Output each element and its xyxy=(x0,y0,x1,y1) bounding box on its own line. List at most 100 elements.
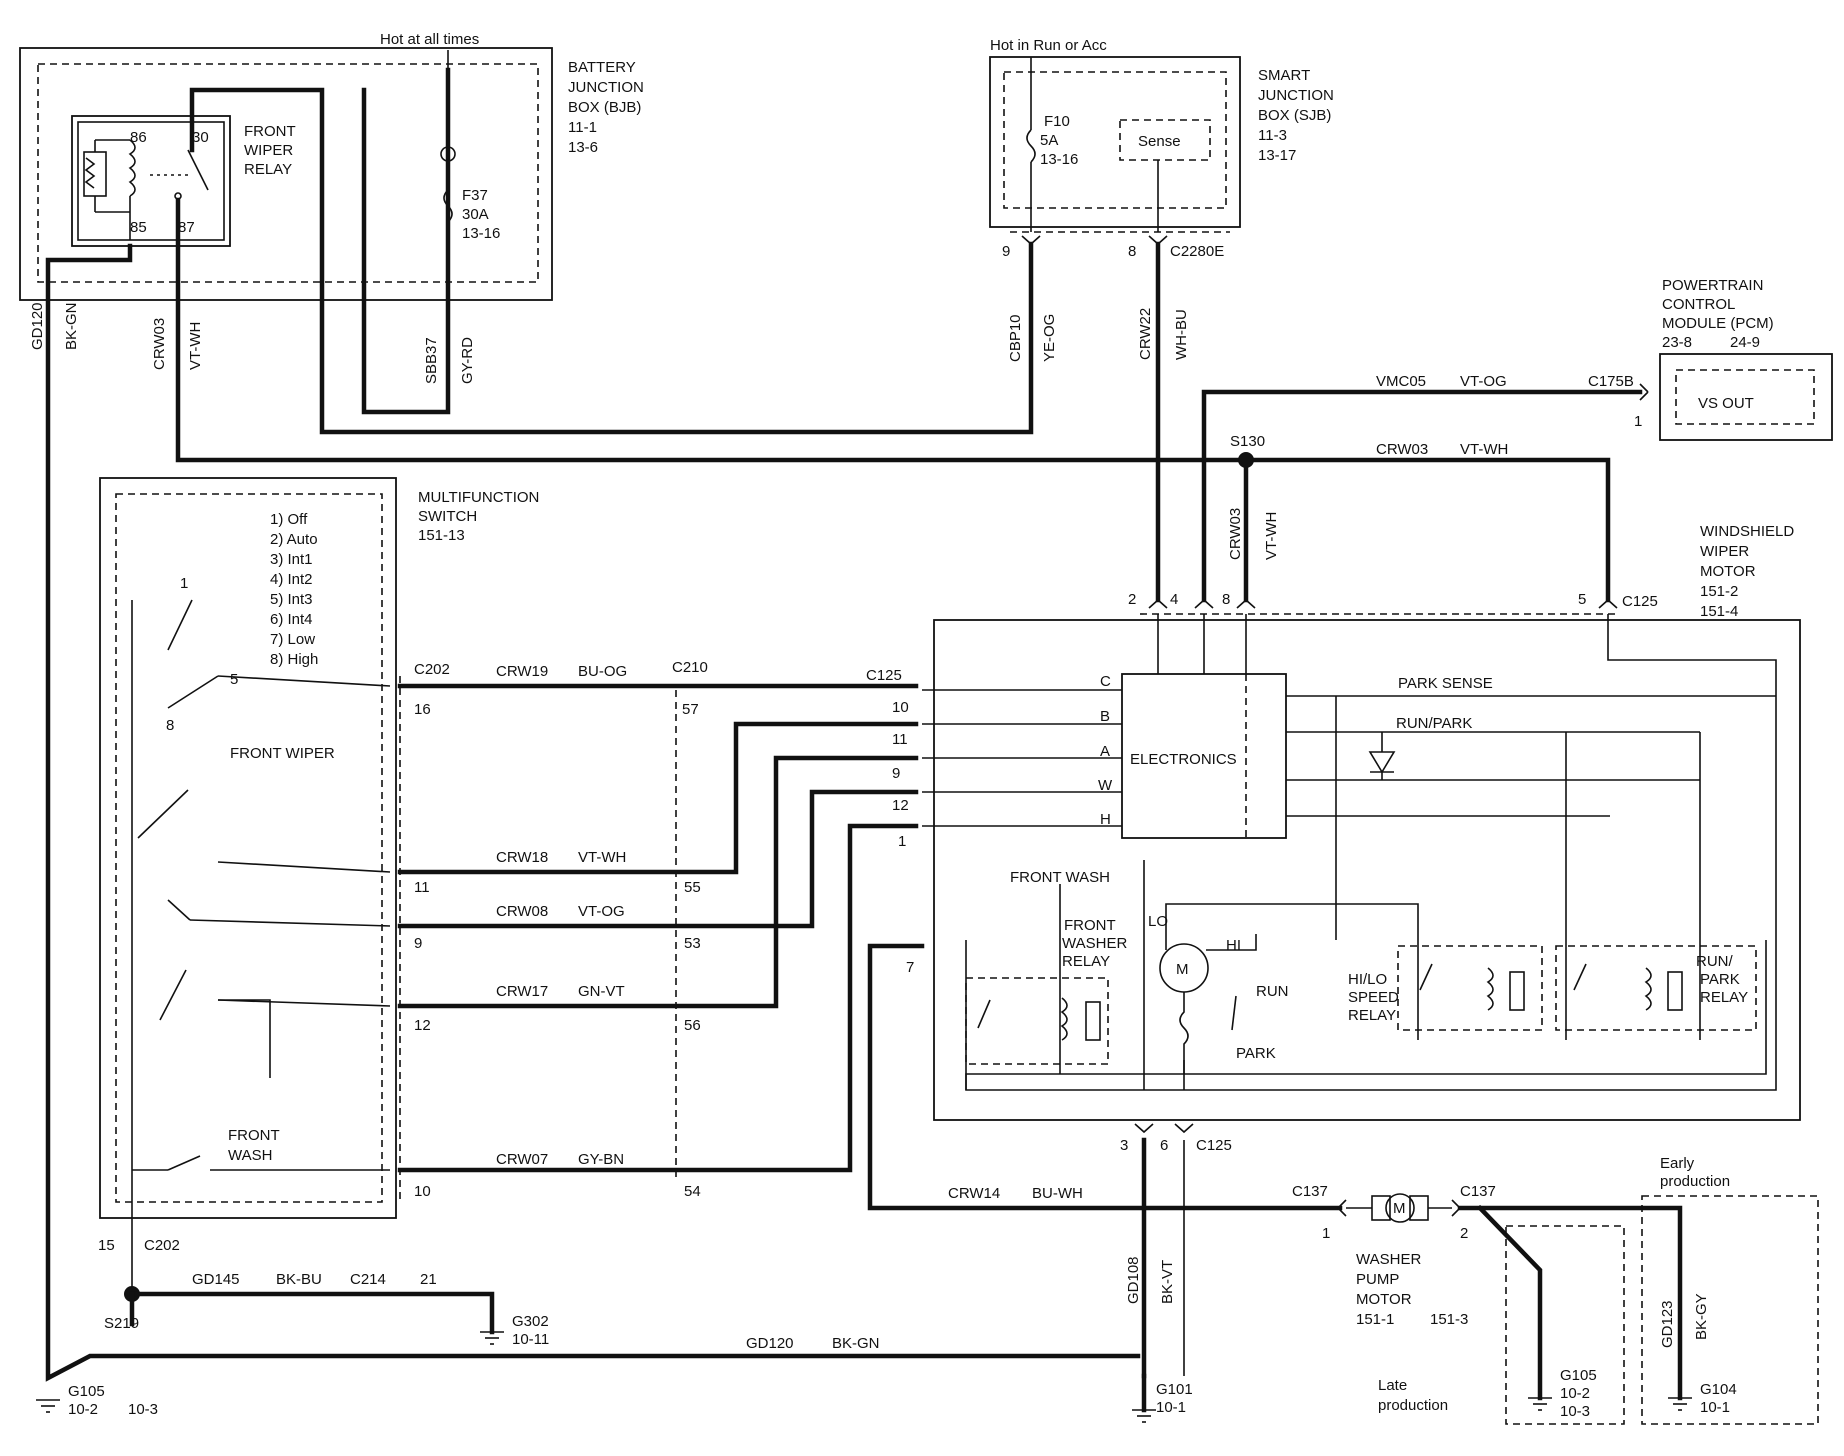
mode-5: 5) Int3 xyxy=(270,591,313,608)
ground-g105b-icon xyxy=(1528,1397,1552,1411)
sjb-outline xyxy=(989,56,1241,228)
mode-4: 4) Int2 xyxy=(270,571,313,588)
motor-hi-wire xyxy=(1206,934,1257,951)
motor-pin-3: 3 xyxy=(1120,1137,1128,1154)
gd123-label: GD123 xyxy=(1659,1300,1676,1348)
pin-c: C xyxy=(1100,673,1111,690)
bk-gn-label: BK-GN xyxy=(63,302,80,350)
front-wiper-relay-inner xyxy=(77,121,225,241)
early-production-box xyxy=(1641,1195,1819,1425)
wire-crw17 xyxy=(397,755,919,1009)
wire-cbp10 xyxy=(189,87,1034,435)
early-label-2: production xyxy=(1660,1173,1730,1190)
front-wiper-label: FRONT WIPER xyxy=(230,745,335,762)
internal-bottom-wire xyxy=(965,940,1767,1090)
wafer-2-mid-lead xyxy=(189,919,391,927)
vt-wh-label-4: VT-WH xyxy=(578,849,626,866)
ground-g302-icon xyxy=(480,1331,504,1345)
gd120-label-bottom: GD120 xyxy=(746,1335,794,1352)
wire-late-ground xyxy=(1476,1204,1543,1401)
late-label-1: Late xyxy=(1378,1377,1407,1394)
c137-pin-2: 2 xyxy=(1460,1225,1468,1242)
gy-rd-label: GY-RD xyxy=(459,337,476,384)
hi-label: HI xyxy=(1226,937,1241,954)
pump-left-brush xyxy=(1371,1195,1391,1221)
c175b-connector xyxy=(1639,383,1649,401)
bk-vt-label: BK-VT xyxy=(1159,1260,1176,1304)
crw03-label-1: CRW03 xyxy=(151,318,168,370)
c125-pin4-connector xyxy=(1194,598,1214,609)
park-label: PARK xyxy=(1236,1045,1276,1062)
hilo-relay-coil-icon xyxy=(1486,967,1494,1011)
relay-resistor-zigzag xyxy=(84,157,96,189)
c137-label-right: C137 xyxy=(1460,1183,1496,1200)
mfs-label-3: 151-13 xyxy=(418,527,465,544)
wire-gd120 xyxy=(45,243,1141,1382)
g105b-label-1: G105 xyxy=(1560,1367,1597,1384)
bk-gy-label: BK-GY xyxy=(1693,1293,1710,1340)
pin-16: 16 xyxy=(414,701,431,718)
g104-label-2: 10-1 xyxy=(1700,1399,1730,1416)
sjb-pin-8: 8 xyxy=(1128,243,1136,260)
pin-h: H xyxy=(1100,811,1111,828)
early-label-1: Early xyxy=(1660,1155,1695,1172)
f10-label-1: F10 xyxy=(1044,113,1070,130)
pcm-label-2: CONTROL xyxy=(1662,296,1735,313)
hilo-label-3: RELAY xyxy=(1348,1007,1396,1024)
relay-pin-85: 85 xyxy=(130,219,147,236)
fw-relay-switch xyxy=(977,999,991,1029)
front-wash-switch xyxy=(132,1155,390,1171)
run-park-relay-box xyxy=(1555,945,1757,1031)
sbb37-label: SBB37 xyxy=(423,337,440,384)
relay-contact-switch xyxy=(187,149,209,191)
pump-label-3: MOTOR xyxy=(1356,1291,1412,1308)
wafer-1-output-arm xyxy=(167,675,219,709)
pcm-label-1: POWERTRAIN xyxy=(1662,277,1763,294)
wafer-1-output-lead xyxy=(217,675,391,687)
f10-label-2: 5A xyxy=(1040,132,1058,149)
c214-pin-21: 21 xyxy=(420,1271,437,1288)
wafer-3-contact-arm xyxy=(159,969,187,1021)
bjb-inner xyxy=(37,63,539,283)
crw22-label: CRW22 xyxy=(1137,308,1154,360)
c137-label-left: C137 xyxy=(1292,1183,1328,1200)
fw-relay-label-2: WASHER xyxy=(1062,935,1127,952)
pin-11: 11 xyxy=(414,879,430,896)
gd145-label: GD145 xyxy=(192,1271,240,1288)
c2280e-label: C2280E xyxy=(1170,243,1224,260)
mfs-label-2: SWITCH xyxy=(418,508,477,525)
f37-label-1: F37 xyxy=(462,187,488,204)
motor-pin-9: 9 xyxy=(892,765,900,782)
relay-coil-icon xyxy=(128,139,136,197)
mfs-label-1: MULTIFUNCTION xyxy=(418,489,539,506)
ye-og-label: YE-OG xyxy=(1041,314,1058,362)
rp-relay-label-1: RUN/ xyxy=(1696,953,1733,970)
wafer-2-contact-arm xyxy=(137,789,189,839)
gd120-label: GD120 xyxy=(29,302,46,350)
c125-pin8-connector xyxy=(1236,598,1256,609)
hot-in-run-label: Hot in Run or Acc xyxy=(990,37,1107,54)
wire-crw18 xyxy=(397,721,919,875)
wafer-2-output-lead xyxy=(217,861,391,873)
pin-56: 56 xyxy=(684,1017,701,1034)
rp-relay-switch xyxy=(1573,963,1587,991)
wafer-1-pos-1: 1 xyxy=(180,575,188,592)
bjb-label-3: BOX (BJB) xyxy=(568,99,641,116)
electronics-label: ELECTRONICS xyxy=(1130,751,1237,768)
run-label: RUN xyxy=(1256,983,1289,1000)
wafer-3-output-lead xyxy=(217,999,391,1007)
c125-pin2-connector xyxy=(1148,598,1168,609)
c202-label-bottom: C202 xyxy=(144,1237,180,1254)
motor-lo-wire xyxy=(1165,903,1419,1040)
vt-og-label-1: VT-OG xyxy=(1460,373,1507,390)
late-production-box xyxy=(1505,1225,1625,1425)
hilo-relay-box xyxy=(1397,945,1543,1031)
wire-crw03-relay xyxy=(175,197,1249,463)
vt-wh-label-2: VT-WH xyxy=(1460,441,1508,458)
sjb-label-2: JUNCTION xyxy=(1258,87,1334,104)
f10-fuse-icon xyxy=(1026,129,1036,163)
wwm-label-2: WIPER xyxy=(1700,543,1749,560)
rp-relay-label-2: PARK xyxy=(1700,971,1740,988)
